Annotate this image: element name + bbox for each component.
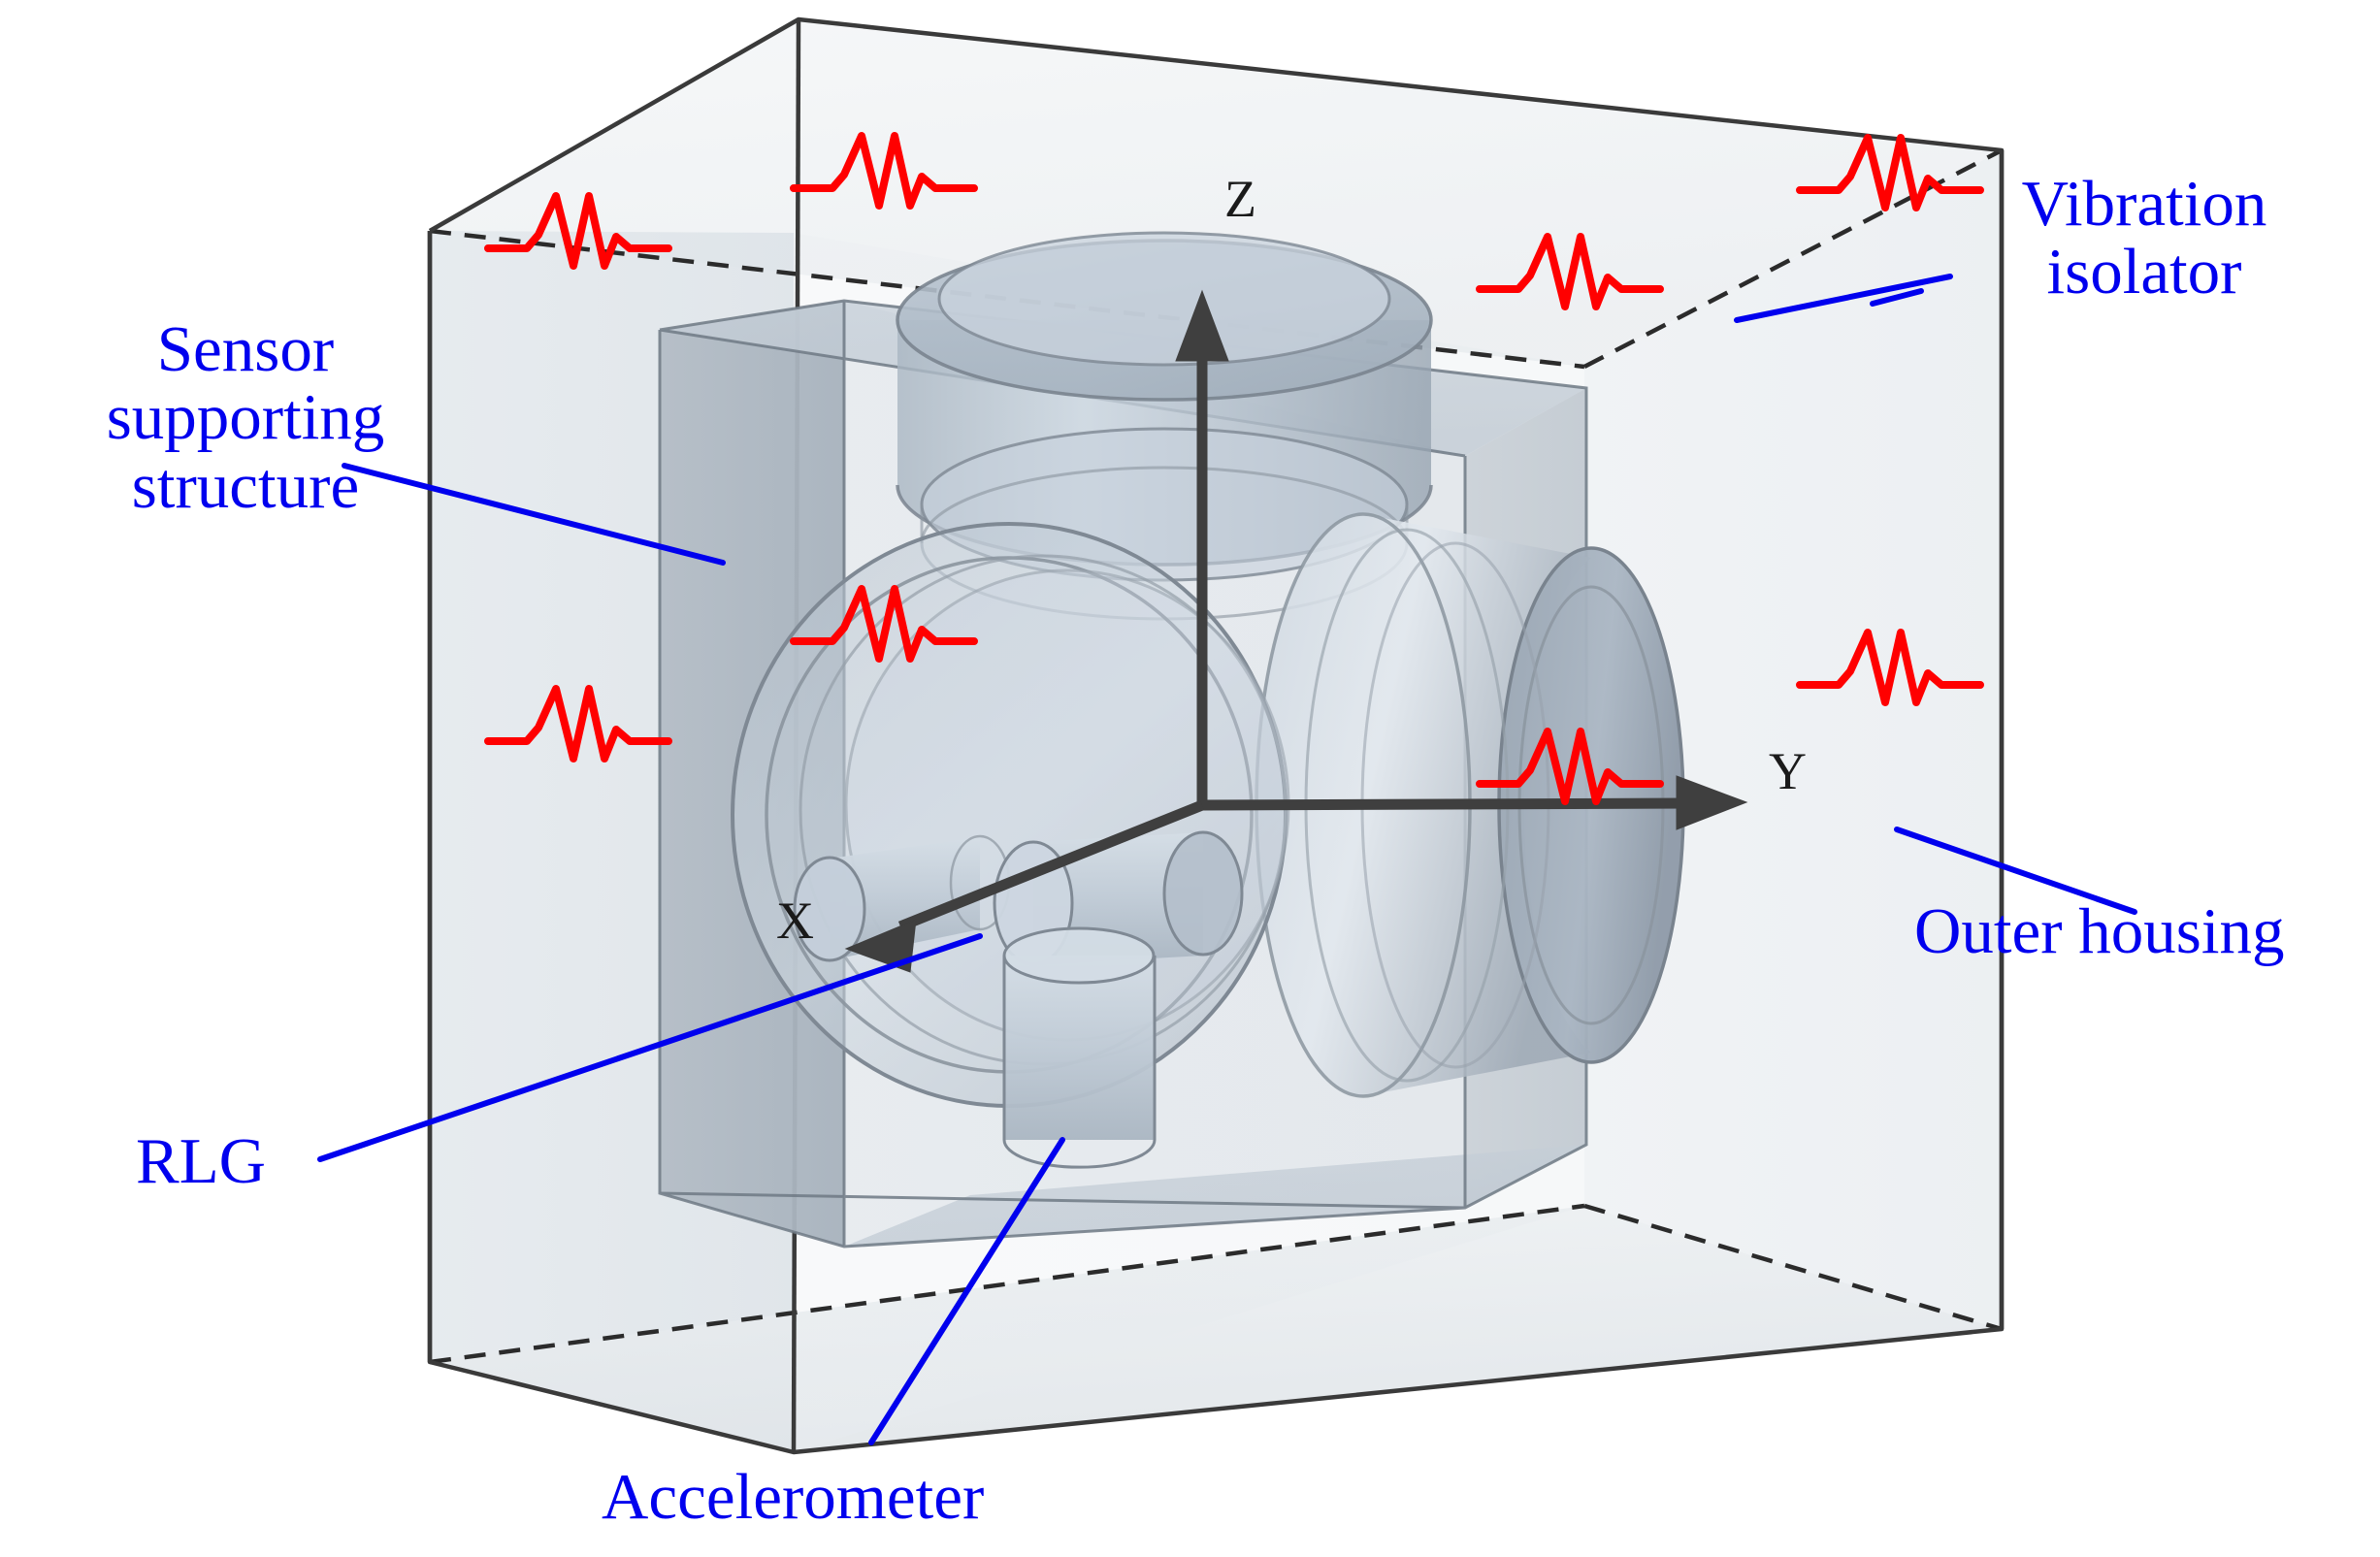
label-sensor-supporting-structure: Sensor supporting structure — [106, 313, 385, 522]
axis-label-y: Y — [1769, 742, 1807, 800]
leader-rlg — [317, 933, 983, 1162]
axis-label-z: Z — [1224, 170, 1256, 228]
leader-vibration-isolator-2 — [1734, 274, 1953, 323]
rlg-z-axis — [896, 231, 1433, 621]
leader-vibration-isolator — [1870, 288, 1924, 307]
accelerometer-x — [793, 834, 1011, 962]
leader-accelerometer — [868, 1137, 1065, 1445]
label-accelerometer: Accelerometer — [602, 1461, 985, 1533]
label-rlg: RLG — [136, 1125, 266, 1197]
label-outer-housing: Outer housing — [1914, 895, 2285, 967]
accelerometer-z — [1002, 926, 1157, 1169]
label-vibration-isolator: Vibration isolator — [2021, 168, 2267, 308]
coordinate-axes — [844, 289, 1748, 973]
axis-label-x: X — [776, 892, 814, 950]
leader-outer-housing — [1894, 827, 2137, 915]
leader-sensor-supporting-structure — [342, 463, 726, 566]
